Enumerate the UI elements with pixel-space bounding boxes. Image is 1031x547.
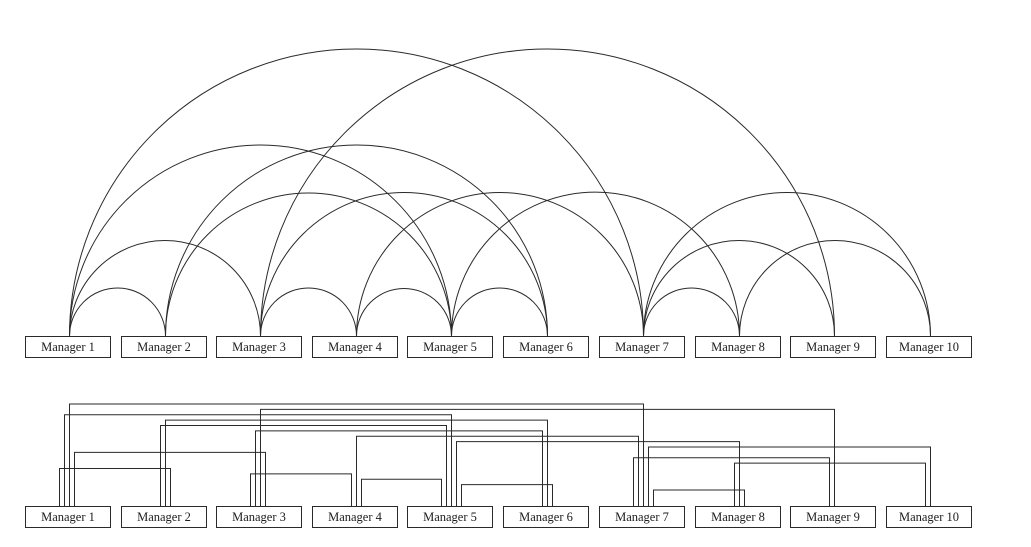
arc-manager-1-label: Manager 1: [41, 340, 95, 354]
arc-manager-7-to-manager-8: [643, 287, 740, 337]
arc-manager-8-to-manager-10: [739, 240, 931, 337]
arc-manager-4-to-manager-5: [356, 288, 452, 337]
wire-manager-5-label: Manager 5: [423, 510, 477, 524]
arc-manager-5-to-manager-6: [451, 287, 548, 337]
arc-manager-1-to-manager-3: [69, 240, 261, 337]
wire-manager-5-box: Manager 5: [407, 506, 493, 528]
wire-manager-10-label: Manager 10: [899, 510, 959, 524]
wire-manager-5-to-manager-8: [456, 441, 740, 506]
arc-manager-3-box: Manager 3: [216, 336, 302, 358]
arc-manager-6-label: Manager 6: [519, 340, 573, 354]
wire-manager-4-to-manager-5: [361, 478, 442, 506]
wire-manager-1-to-manager-3: [74, 451, 266, 506]
arc-manager-4-label: Manager 4: [328, 340, 383, 354]
arc-manager-4-to-manager-7: [356, 192, 644, 337]
arc-manager-2-box: Manager 2: [121, 336, 207, 358]
wire-manager-3-to-manager-6: [255, 430, 543, 506]
wire-manager-6-box: Manager 6: [503, 506, 589, 528]
wire-manager-2-label: Manager 2: [137, 510, 191, 524]
arc-manager-6-box: Manager 6: [503, 336, 589, 358]
arc-manager-9-label: Manager 9: [806, 340, 860, 354]
arc-manager-1-to-manager-5: [69, 144, 452, 337]
arc-manager-5-to-manager-8: [451, 191, 740, 337]
arc-manager-1-to-manager-7: [69, 48, 644, 337]
wire-manager-1-to-manager-5: [64, 414, 452, 506]
arc-manager-8-label: Manager 8: [711, 340, 765, 354]
arc-manager-8-box: Manager 8: [695, 336, 781, 358]
wire-manager-4-to-manager-7: [356, 435, 639, 506]
arc-manager-7-box: Manager 7: [599, 336, 685, 358]
arc-manager-3-label: Manager 3: [232, 340, 286, 354]
wire-manager-7-to-manager-9: [633, 457, 830, 506]
wire-manager-4-box: Manager 4: [312, 506, 398, 528]
arc-manager-5-label: Manager 5: [423, 340, 477, 354]
wire-manager-6-label: Manager 6: [519, 510, 573, 524]
wire-manager-7-to-manager-10: [648, 446, 931, 506]
arc-manager-3-to-manager-6: [260, 192, 548, 337]
wire-manager-3-to-manager-4: [250, 473, 352, 506]
wire-manager-2-box: Manager 2: [121, 506, 207, 528]
wire-manager-7-label: Manager 7: [615, 510, 669, 524]
orthogonal-diagram-manager-row: Manager 1 Manager 2 Manager 3 Manager 4 Mana…: [25, 506, 972, 528]
arc-manager-5-box: Manager 5: [407, 336, 493, 358]
arc-manager-2-label: Manager 2: [137, 340, 191, 354]
wire-manager-9-box: Manager 9: [790, 506, 876, 528]
arc-manager-1-to-manager-2: [69, 287, 166, 337]
wire-manager-9-label: Manager 9: [806, 510, 860, 524]
wire-manager-3-box: Manager 3: [216, 506, 302, 528]
wire-manager-4-label: Manager 4: [328, 510, 383, 524]
wire-manager-5-to-manager-6: [461, 484, 553, 506]
wire-manager-1-to-manager-2: [59, 468, 171, 506]
arc-diagram-manager-row: Manager 1 Manager 2 Manager 3 Manager 4 Mana…: [25, 336, 972, 358]
wire-manager-2-to-manager-5: [160, 425, 447, 506]
wire-manager-10-box: Manager 10: [886, 506, 972, 528]
arc-manager-10-box: Manager 10: [886, 336, 972, 358]
arc-manager-3-to-manager-9: [260, 48, 835, 337]
wire-manager-3-to-manager-9: [260, 408, 835, 506]
arc-manager-2-to-manager-5: [165, 192, 452, 337]
wire-manager-2-to-manager-6: [165, 419, 548, 506]
arc-manager-7-to-manager-9: [643, 240, 835, 337]
arc-manager-2-to-manager-6: [165, 144, 548, 337]
arc-manager-4-box: Manager 4: [312, 336, 398, 358]
arc-manager-7-label: Manager 7: [615, 340, 669, 354]
arc-manager-3-to-manager-4: [260, 287, 357, 337]
wire-manager-8-to-manager-10: [734, 462, 926, 506]
wire-manager-7-box: Manager 7: [599, 506, 685, 528]
arc-manager-9-box: Manager 9: [790, 336, 876, 358]
wire-manager-8-box: Manager 8: [695, 506, 781, 528]
orthogonal-diagram: [59, 403, 931, 506]
arc-manager-1-box: Manager 1: [25, 336, 111, 358]
arc-manager-10-label: Manager 10: [899, 340, 959, 354]
wire-manager-7-to-manager-8: [653, 489, 745, 506]
wire-manager-3-label: Manager 3: [232, 510, 286, 524]
wire-manager-8-label: Manager 8: [711, 510, 765, 524]
arc-manager-7-to-manager-10: [643, 192, 931, 337]
wire-manager-1-to-manager-7: [69, 403, 644, 506]
wire-manager-1-box: Manager 1: [25, 506, 111, 528]
arc-diagram: [69, 48, 931, 337]
wire-manager-1-label: Manager 1: [41, 510, 95, 524]
